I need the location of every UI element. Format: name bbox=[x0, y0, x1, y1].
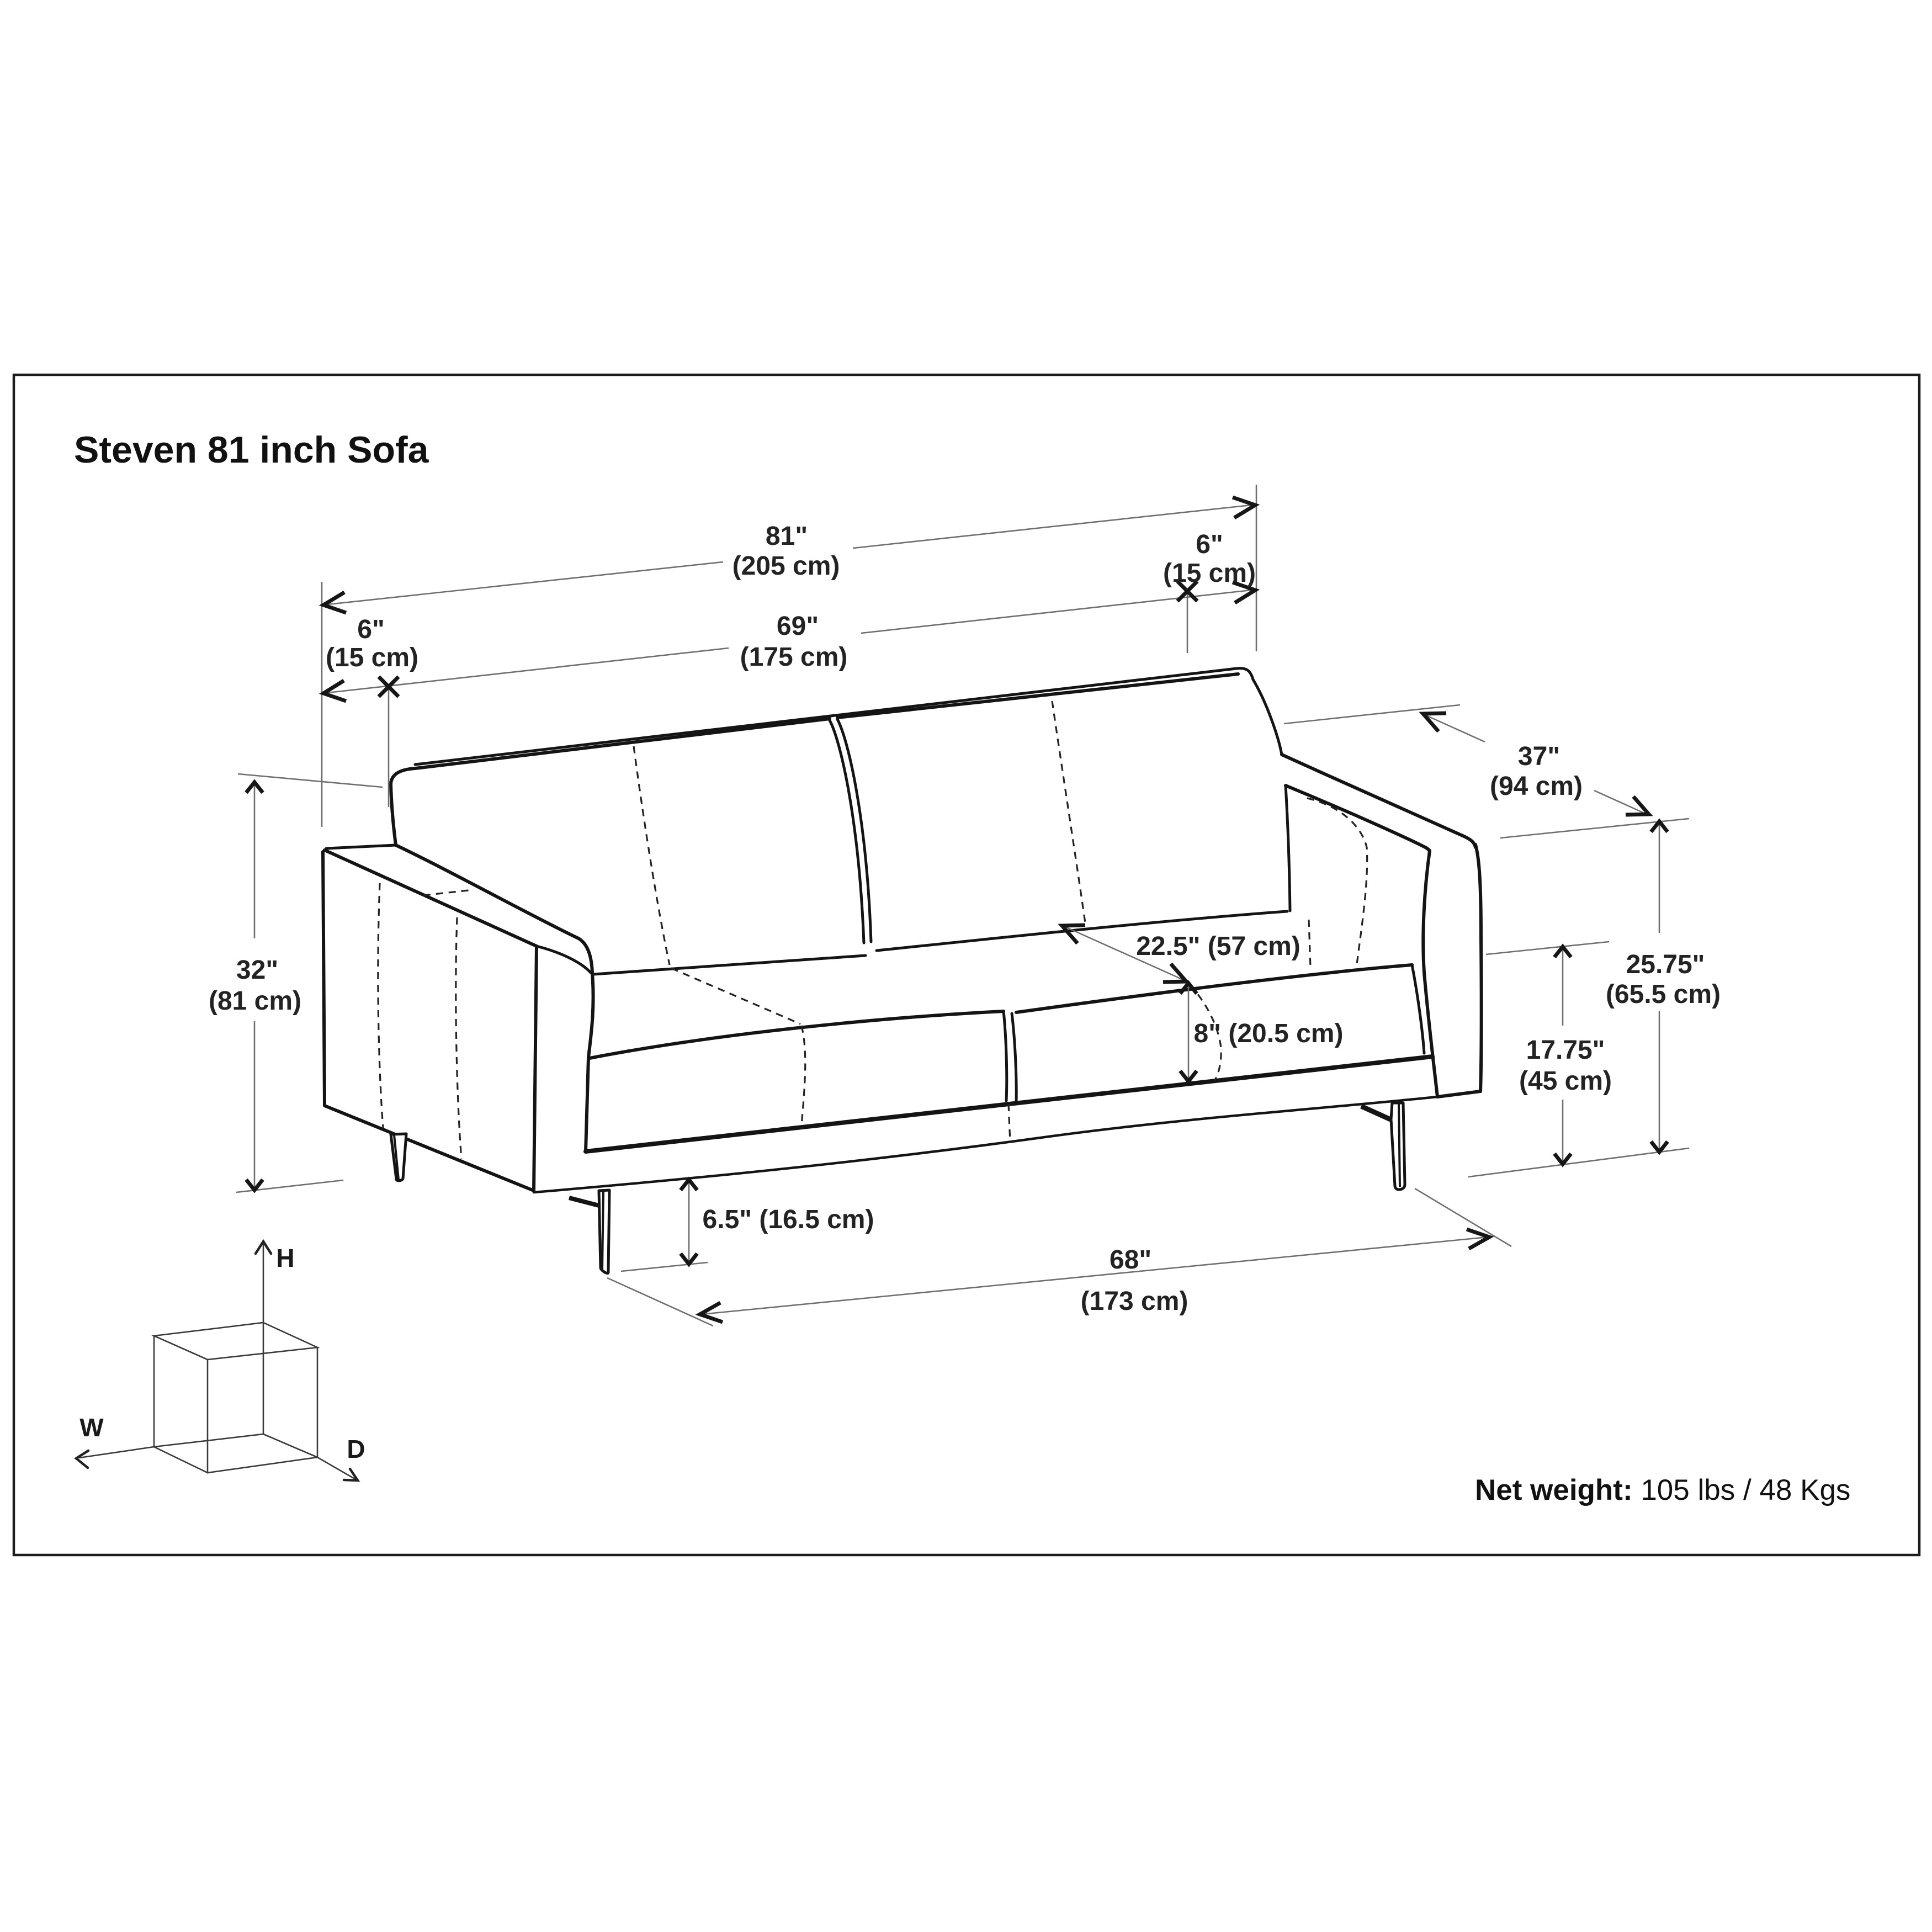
svg-text:68": 68" bbox=[1110, 1245, 1151, 1275]
svg-text:(45 cm): (45 cm) bbox=[1519, 1066, 1612, 1096]
svg-text:Steven 81 inch Sofa: Steven 81 inch Sofa bbox=[74, 429, 429, 471]
svg-text:(173 cm): (173 cm) bbox=[1081, 1287, 1188, 1316]
svg-text:32": 32" bbox=[236, 956, 278, 985]
svg-text:81": 81" bbox=[766, 522, 808, 551]
svg-text:(205 cm): (205 cm) bbox=[733, 551, 840, 581]
svg-text:6": 6" bbox=[357, 615, 384, 644]
svg-text:8" (20.5 cm): 8" (20.5 cm) bbox=[1194, 1019, 1344, 1048]
svg-text:25.75": 25.75" bbox=[1626, 950, 1705, 979]
svg-text:(81 cm): (81 cm) bbox=[209, 986, 301, 1016]
svg-text:6.5" (16.5 cm): 6.5" (16.5 cm) bbox=[703, 1205, 874, 1234]
svg-text:Net weight: 105 lbs / 48 Kgs: Net weight: 105 lbs / 48 Kgs bbox=[1475, 1474, 1850, 1506]
svg-text:(175 cm): (175 cm) bbox=[740, 643, 848, 672]
svg-text:22.5" (57 cm): 22.5" (57 cm) bbox=[1136, 932, 1301, 961]
svg-text:69": 69" bbox=[777, 612, 819, 641]
svg-text:17.75": 17.75" bbox=[1526, 1036, 1605, 1065]
svg-text:6": 6" bbox=[1196, 530, 1223, 559]
svg-text:37": 37" bbox=[1518, 742, 1560, 771]
svg-text:W: W bbox=[79, 1413, 104, 1442]
svg-text:(94 cm): (94 cm) bbox=[1490, 772, 1583, 801]
svg-text:D: D bbox=[347, 1435, 365, 1463]
svg-text:(65.5 cm): (65.5 cm) bbox=[1606, 980, 1721, 1009]
svg-text:H: H bbox=[276, 1244, 294, 1272]
svg-text:(15 cm): (15 cm) bbox=[326, 643, 418, 672]
svg-text:(15 cm): (15 cm) bbox=[1163, 559, 1256, 588]
